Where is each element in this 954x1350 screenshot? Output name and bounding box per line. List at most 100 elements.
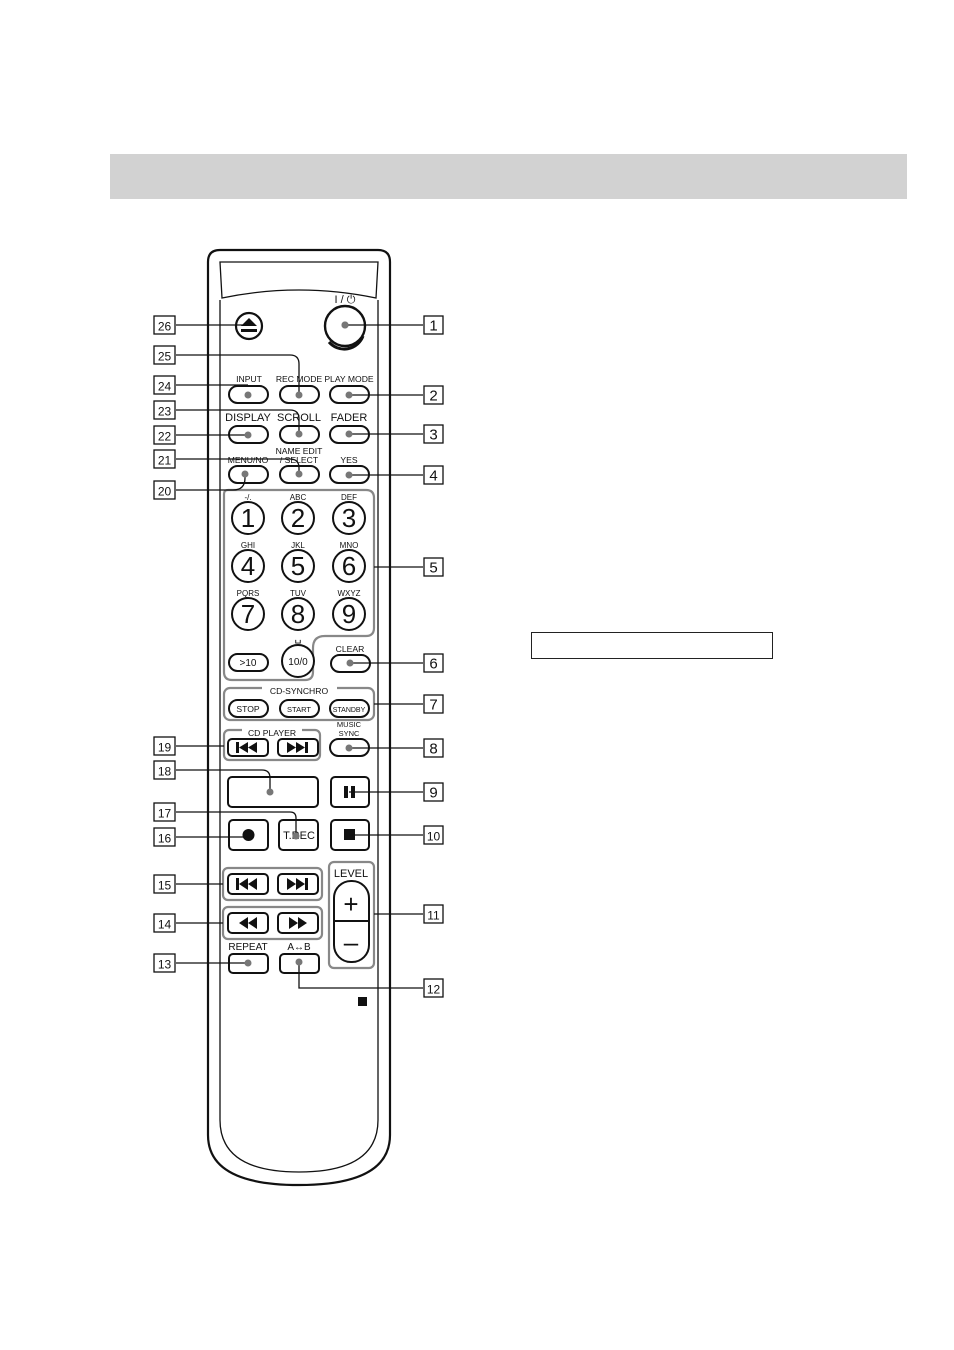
cd-synchro-start-button[interactable]: START [279, 699, 320, 718]
input-label: INPUT [236, 374, 263, 384]
cd-player-label: CD PLAYER [248, 728, 296, 738]
callout-6: 6 [423, 653, 444, 673]
greater-than-10-button[interactable]: >10 [228, 653, 269, 672]
keypad-letters-6: MNO [340, 541, 359, 550]
callout-5: 5 [423, 557, 444, 577]
rewind-button[interactable] [227, 912, 269, 934]
callout-22: 22 [153, 425, 176, 445]
power-label: I / ⏻ [335, 294, 356, 306]
level-group [327, 860, 376, 970]
next-track-button[interactable] [277, 873, 319, 895]
callout-23: 23 [153, 400, 176, 420]
keypad-key-4[interactable]: GHI 4 [231, 541, 265, 583]
callout-9: 9 [423, 782, 444, 802]
display-label: DISPLAY [225, 412, 271, 424]
callout-8: 8 [423, 738, 444, 758]
callout-2-number: 2 [429, 388, 437, 405]
callout-3-number: 3 [429, 427, 437, 444]
callout-7-number: 7 [429, 697, 437, 714]
keypad-letters-9: WXYZ [337, 589, 360, 598]
callout-13: 13 [153, 953, 176, 973]
ten-zero-button[interactable]: 10/0 [281, 644, 315, 678]
music-sync-label-1: MUSIC [337, 720, 362, 729]
next-track-icon [287, 878, 308, 890]
space-mark: ␣ [295, 632, 302, 644]
cd-player-next-button[interactable] [277, 738, 319, 757]
stop-label: STOP [236, 704, 260, 714]
clear-label: CLEAR [336, 644, 365, 654]
cd-synchro-standby-button[interactable]: STANDBY [329, 699, 370, 718]
callout-lines [176, 324, 423, 989]
keypad-key-1[interactable]: -/. 1 [231, 493, 265, 535]
callout-20: 20 [153, 480, 176, 500]
eject-button[interactable] [234, 311, 264, 341]
ten-zero-label: 10/0 [288, 657, 308, 668]
callout-17: 17 [153, 802, 176, 822]
keypad-letters-4: GHI [241, 541, 255, 550]
callout-24: 24 [153, 375, 176, 395]
keypad-key-9[interactable]: WXYZ 9 [332, 589, 366, 631]
keypad-digit-9: 9 [342, 599, 356, 629]
callout-1: 1 [423, 315, 444, 335]
previous-track-button[interactable] [227, 873, 269, 895]
menu-no-button[interactable] [228, 465, 269, 484]
callout-20-number: 20 [158, 485, 172, 499]
keypad-digit-8: 8 [291, 599, 305, 629]
keypad-letters-2: ABC [290, 493, 307, 502]
callout-14-number: 14 [158, 918, 172, 932]
callout-19: 19 [153, 736, 176, 756]
cd-synchro-label-mask [262, 684, 337, 694]
keypad-digit-4: 4 [241, 551, 255, 581]
callout-7: 7 [423, 694, 444, 714]
keypad-digit-7: 7 [241, 599, 255, 629]
keypad-key-6[interactable]: MNO 6 [332, 541, 366, 583]
keypad-digit-6: 6 [342, 551, 356, 581]
callout-22-number: 22 [158, 430, 172, 444]
callout-18: 18 [153, 760, 176, 780]
record-button[interactable] [228, 819, 269, 851]
keypad-key-5[interactable]: JKL 5 [281, 541, 315, 583]
greater-than-10-label: >10 [240, 658, 257, 669]
callout-26-number: 26 [158, 320, 172, 334]
play-mode-label: PLAY MODE [324, 374, 374, 384]
level-label: LEVEL [334, 868, 368, 880]
level-down-button[interactable]: – [344, 927, 359, 957]
rewind-icon [239, 917, 257, 929]
callout-21: 21 [153, 449, 176, 469]
callout-12-number: 12 [427, 983, 441, 997]
cd-player-previous-button[interactable] [227, 738, 269, 757]
callout-23-number: 23 [158, 405, 172, 419]
music-sync-label-2: SYNC [339, 729, 360, 738]
callout-24-number: 24 [158, 380, 172, 394]
start-label: START [287, 705, 311, 714]
callout-21-number: 21 [158, 454, 172, 468]
callout-10-number: 10 [427, 830, 441, 844]
keypad-letters-1: -/. [244, 493, 251, 502]
callout-26: 26 [153, 315, 176, 335]
keypad-key-2[interactable]: ABC 2 [281, 493, 315, 535]
cd-synchro-stop-button[interactable]: STOP [228, 699, 269, 718]
previous-track-icon [236, 878, 257, 890]
repeat-label: REPEAT [228, 942, 267, 953]
fast-forward-button[interactable] [277, 912, 319, 934]
keypad-letters-5: JKL [291, 541, 305, 550]
keypad-key-8[interactable]: TUV 8 [281, 589, 315, 631]
callout-25-number: 25 [158, 350, 172, 364]
fader-label: FADER [331, 412, 368, 424]
fast-forward-icon [289, 917, 307, 929]
pause-icon [344, 786, 355, 798]
callout-14: 14 [153, 913, 176, 933]
record-icon [242, 829, 255, 841]
next-track-icon [287, 742, 308, 753]
keypad-key-3[interactable]: DEF 3 [332, 493, 366, 535]
callout-8-number: 8 [429, 741, 437, 758]
callout-4: 4 [423, 465, 444, 485]
yes-label: YES [340, 455, 357, 465]
keypad-digit-3: 3 [342, 503, 356, 533]
keypad-key-7[interactable]: PQRS 7 [231, 589, 265, 631]
cd-synchro-label: CD-SYNCHRO [270, 686, 329, 696]
level-up-button[interactable]: + [343, 889, 358, 919]
callout-10: 10 [423, 825, 444, 845]
menu-no-label: MENU/NO [228, 455, 269, 465]
